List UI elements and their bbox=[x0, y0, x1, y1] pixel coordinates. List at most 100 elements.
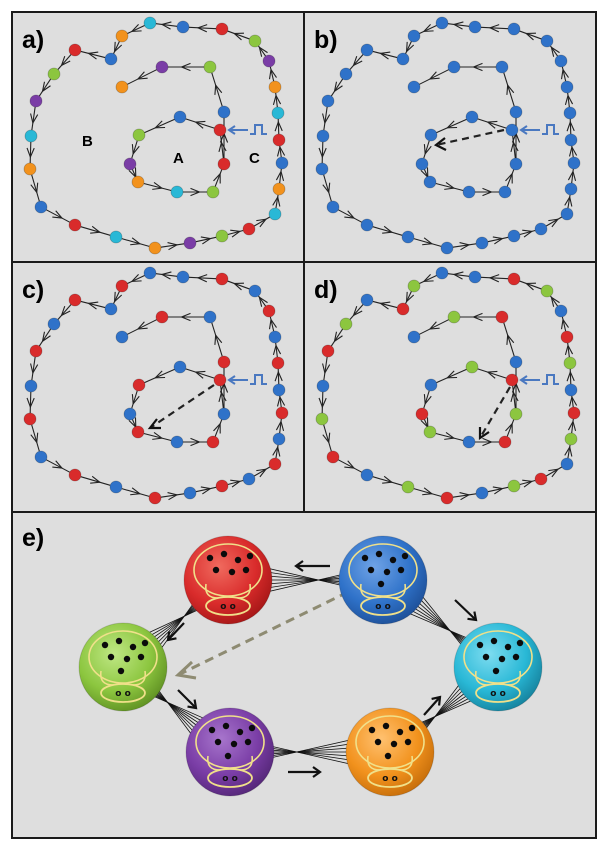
edge-arrow bbox=[60, 306, 71, 317]
stimulus-pulse-icon bbox=[542, 374, 559, 385]
readout-ellipse bbox=[205, 596, 251, 616]
edge bbox=[121, 238, 150, 247]
edge bbox=[349, 54, 364, 70]
edge-arrow bbox=[422, 273, 434, 283]
region-label-c: C bbox=[249, 150, 260, 167]
neuron-node bbox=[468, 20, 482, 34]
neuron-node bbox=[248, 284, 262, 298]
edge-arrow bbox=[564, 344, 574, 356]
edge bbox=[214, 169, 223, 187]
neuron-node bbox=[215, 479, 229, 493]
edge-arrow bbox=[482, 437, 493, 447]
edge-arrow bbox=[444, 181, 456, 190]
panel-a-background bbox=[12, 12, 304, 262]
edge-arrow bbox=[154, 370, 166, 379]
neuron-node bbox=[203, 310, 217, 324]
edge bbox=[323, 424, 332, 452]
edge bbox=[127, 319, 157, 335]
edge-arrow bbox=[486, 370, 498, 379]
neuron-node bbox=[68, 293, 82, 307]
edge-arrow bbox=[276, 395, 286, 407]
edge-arrow bbox=[550, 296, 560, 307]
stimulus-pulse-icon bbox=[250, 124, 267, 135]
edge-arrow bbox=[136, 321, 148, 330]
neuron-node bbox=[415, 407, 429, 421]
flow-arrow bbox=[177, 689, 197, 709]
flow-arrow-head bbox=[431, 695, 442, 706]
neuron-node bbox=[215, 22, 229, 36]
panel-b bbox=[315, 16, 581, 255]
readout-units: o o bbox=[382, 774, 398, 784]
edge-arrow bbox=[382, 475, 394, 484]
edge bbox=[127, 69, 157, 85]
edge bbox=[487, 486, 509, 493]
edge-arrow bbox=[154, 120, 166, 129]
neuron-node bbox=[396, 52, 410, 66]
neuron-node bbox=[424, 128, 438, 142]
neuron-node bbox=[272, 432, 286, 446]
panel-a-label: a) bbox=[22, 26, 44, 54]
edge-arrow bbox=[52, 210, 64, 219]
assembly-neuron bbox=[222, 722, 230, 730]
edge-arrow bbox=[200, 236, 212, 245]
neuron-node bbox=[462, 435, 476, 449]
edge bbox=[323, 174, 332, 202]
edge bbox=[38, 78, 52, 97]
edge-arrow bbox=[322, 113, 331, 125]
neuron-node bbox=[360, 43, 374, 57]
readout-ellipse bbox=[207, 768, 253, 788]
neuron-node bbox=[315, 412, 329, 426]
edge bbox=[121, 488, 150, 497]
edge bbox=[144, 118, 175, 134]
edge-arrow bbox=[167, 242, 179, 251]
edge bbox=[447, 23, 470, 27]
edge bbox=[185, 118, 215, 129]
neuron-node bbox=[534, 472, 548, 486]
neuron-node bbox=[534, 222, 548, 236]
edge bbox=[227, 30, 250, 40]
neuron-node bbox=[271, 356, 285, 370]
edge bbox=[323, 356, 328, 381]
assembly-neuron bbox=[498, 655, 506, 663]
assembly-neuron bbox=[137, 653, 145, 661]
edge-arrow bbox=[522, 479, 534, 488]
assembly-orange: o o bbox=[345, 707, 435, 797]
edge-arrow bbox=[452, 21, 464, 30]
neuron-node bbox=[563, 106, 577, 120]
edge-arrow bbox=[160, 271, 172, 280]
edge-arrow bbox=[428, 321, 440, 330]
flow-arrow bbox=[454, 599, 477, 621]
edge-arrow bbox=[272, 445, 281, 457]
stimulus-pulse-icon bbox=[542, 124, 559, 135]
edge-arrow bbox=[510, 391, 519, 403]
neuron-node bbox=[272, 383, 286, 397]
edge bbox=[545, 216, 563, 227]
edge-arrow bbox=[218, 141, 227, 153]
edge bbox=[506, 169, 515, 187]
gray-dashed-arrow-head bbox=[174, 660, 197, 680]
edge-arrow bbox=[26, 147, 35, 159]
neuron-node bbox=[560, 330, 574, 344]
neuron-node bbox=[465, 360, 479, 374]
edge-arrow bbox=[472, 312, 483, 322]
edge-arrow bbox=[459, 492, 471, 501]
edge bbox=[338, 209, 362, 223]
edge bbox=[323, 106, 328, 131]
edge bbox=[338, 459, 362, 473]
edge bbox=[80, 476, 111, 486]
edge-arrow bbox=[90, 475, 102, 484]
edge-arrow bbox=[488, 274, 500, 283]
neuron-node bbox=[104, 302, 118, 316]
dashed-jump-arrow-head bbox=[478, 427, 490, 441]
edge-arrow bbox=[87, 301, 99, 310]
neuron-node bbox=[115, 330, 129, 344]
stimulus-arrow-head bbox=[227, 125, 236, 135]
edge-arrow bbox=[322, 182, 331, 194]
assembly-neuron bbox=[408, 724, 416, 732]
edge bbox=[80, 50, 106, 59]
edge-arrow bbox=[136, 71, 148, 80]
neuron-node bbox=[24, 379, 38, 393]
edge-arrow bbox=[200, 486, 212, 495]
neuron-node bbox=[316, 379, 330, 393]
